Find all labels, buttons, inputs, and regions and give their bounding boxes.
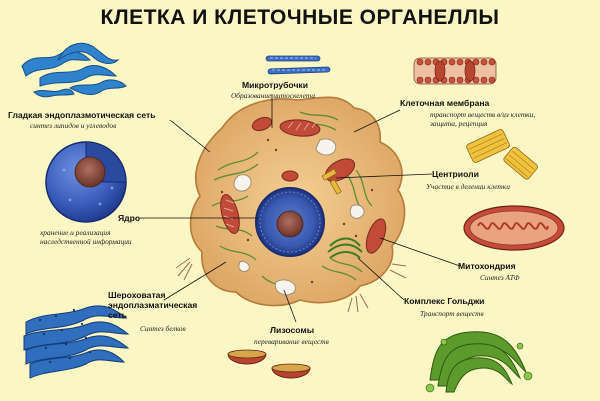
- label-golgi: Комплекс Гольджи: [404, 296, 485, 306]
- golgi-illustration: [425, 331, 533, 393]
- leader-lines: [140, 94, 461, 323]
- desc-centrioles: Участие в делении клетки: [426, 182, 510, 191]
- rough-er-illustration: [23, 305, 130, 379]
- label-rough-er-1: Шероховатая: [108, 290, 166, 300]
- desc-lysosomes: переваривание веществ: [254, 337, 329, 346]
- desc-golgi: Транспорт веществ: [420, 309, 484, 318]
- page-title: КЛЕТКА И КЛЕТОЧНЫЕ ОРГАНЕЛЛЫ: [100, 6, 500, 29]
- desc-nucleus-2: наследственной информации: [40, 237, 132, 246]
- smooth-er-illustration: [21, 42, 127, 98]
- centrioles-illustration: [466, 129, 538, 180]
- label-nucleus: Ядро: [118, 213, 141, 223]
- microtubules-illustration: [265, 55, 331, 75]
- desc-rough-er: Синтез белков: [140, 324, 186, 333]
- label-rough-er-2: эндоплазматическая: [108, 300, 198, 310]
- cell-body: [175, 96, 407, 313]
- label-lysosomes: Лизосомы: [270, 325, 315, 335]
- label-smooth-er: Гладкая эндоплазмотическая сеть: [8, 110, 156, 120]
- desc-smooth-er: синтез липидов и углеводов: [30, 121, 117, 130]
- desc-nucleus-1: хранение и реализация: [40, 228, 111, 237]
- label-rough-er-3: сеть: [108, 310, 127, 320]
- desc-membrane-1: транспорт веществ в/из клетки,: [430, 110, 536, 119]
- desc-mitochondria: Синтез АТФ: [480, 273, 520, 282]
- membrane-illustration: [413, 57, 497, 85]
- mitochondrion-illustration: [463, 205, 565, 251]
- nucleus-illustration: [45, 141, 127, 223]
- label-centrioles: Центриоли: [432, 169, 479, 179]
- label-microtubules: Микротрубочки: [241, 80, 309, 90]
- label-mitochondria: Митохондрия: [458, 261, 516, 271]
- lysosomes-illustration: [227, 349, 311, 379]
- label-membrane: Клеточная мембрана: [400, 98, 490, 108]
- desc-membrane-2: защита, рецепция: [430, 119, 488, 128]
- desc-microtubules: Образование цитоскелета: [230, 91, 316, 100]
